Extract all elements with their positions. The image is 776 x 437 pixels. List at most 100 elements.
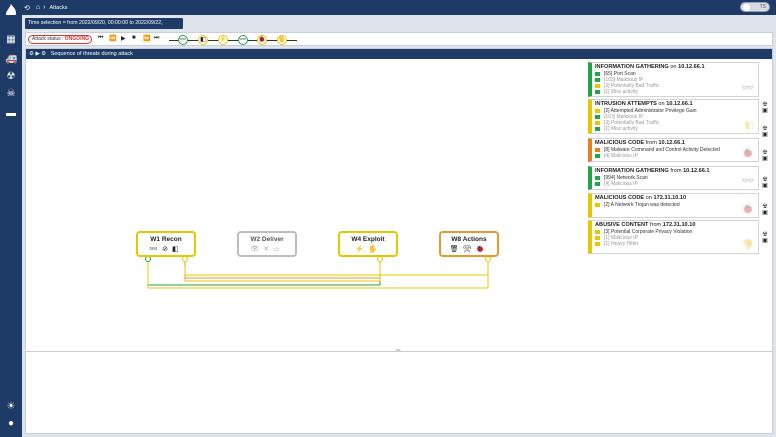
card-ip: 10.12.66.1 xyxy=(683,168,710,174)
severity-swatch xyxy=(595,121,600,125)
phase-w1-recon[interactable]: W1 Recon 👓⊘◧ xyxy=(136,231,196,257)
pane-divider xyxy=(26,351,772,352)
card-preposition: from xyxy=(645,140,657,146)
resize-grip-icon[interactable]: ═ xyxy=(396,348,401,354)
card-row: [4] Malicious IP xyxy=(595,153,755,159)
radiation-icon[interactable]: ☢ xyxy=(762,150,768,156)
card-ip: 10.12.66.1 xyxy=(678,64,705,70)
ticket-icon[interactable]: ▣ xyxy=(762,132,768,138)
radiation-icon[interactable]: ☢ xyxy=(762,204,768,210)
radiation-icon[interactable]: ☢ xyxy=(762,126,768,132)
row-text: [103] Malicious IP xyxy=(604,77,644,83)
row-text: [3] Potential Corporate Privacy Violatio… xyxy=(604,229,693,235)
toggle-label: TS xyxy=(759,4,766,10)
radiation-icon[interactable]: ☢ xyxy=(762,177,768,183)
card-actions-1: ☢▣ xyxy=(761,102,769,114)
breadcrumb[interactable]: Attacks xyxy=(49,4,68,11)
card-row: [994] Network Scan xyxy=(595,175,755,181)
card-preposition: on xyxy=(645,195,652,201)
row-text: [994] Network Scan xyxy=(604,175,648,181)
row-text: [3] Potentially Bad Traffic xyxy=(604,120,660,126)
severity-swatch xyxy=(595,72,600,76)
card-ip: 172.31.10.10 xyxy=(653,195,687,201)
panel-controls-icon[interactable]: ⚙ ▶ ⚙ xyxy=(29,51,47,57)
severity-swatch xyxy=(595,127,600,131)
radiation-icon[interactable]: ☢ xyxy=(762,102,768,108)
sun-icon[interactable]: ☀ xyxy=(6,401,16,412)
stop-icon[interactable]: ■ xyxy=(132,35,136,41)
card-actions-2: ☢▣ xyxy=(761,126,769,138)
refresh-icon[interactable]: ⟲ xyxy=(24,4,30,12)
ticket-icon[interactable]: ▣ xyxy=(762,183,768,189)
card-actions-3: ☢▣ xyxy=(761,150,769,162)
row-text: [103] Malicious IP xyxy=(604,114,644,120)
phase-title: W4 Exploit xyxy=(351,236,385,243)
phase-title: W8 Actions xyxy=(451,236,487,243)
card-header: INTRUSION ATTEMPTS on 10.12.66.1 xyxy=(595,101,755,108)
timeline-hand-icon[interactable]: 🖐 xyxy=(277,35,287,45)
attack-status: Attack status : ONGOING xyxy=(28,35,92,44)
severity-swatch xyxy=(595,84,600,88)
severity-swatch xyxy=(595,236,600,240)
timeline-lightning-icon[interactable]: ⚡ xyxy=(218,35,228,45)
phase-w8-actions[interactable]: W8 Actions 🗑⚒🐞 xyxy=(439,231,499,257)
card-row: [3] Potentially Bad Traffic xyxy=(595,120,755,126)
ticket-icon[interactable]: ▣ xyxy=(762,210,768,216)
user-icon[interactable]: ● xyxy=(7,418,15,429)
card-header: MALICIOUS CODE from 10.12.66.1 xyxy=(595,140,755,147)
threat-card-intrusion[interactable]: INTRUSION ATTEMPTS on 10.12.66.1 [2] Att… xyxy=(588,99,759,134)
rewind-icon[interactable]: ⏪ xyxy=(109,36,117,42)
ticket-icon[interactable]: ▣ xyxy=(762,238,768,244)
severity-swatch xyxy=(595,230,600,234)
skull-icon[interactable]: ☠ xyxy=(6,88,16,99)
phase-title: W1 Recon xyxy=(150,236,182,243)
door-icon: ◧ xyxy=(744,120,754,131)
top-bar: ⟲ ⌂ › Attacks TS xyxy=(0,0,776,19)
threat-card-malicious-code[interactable]: MALICIOUS CODE from 10.12.66.1 [8] Malwa… xyxy=(588,138,759,162)
phase-w2-deliver[interactable]: W2 Deliver 👁✕▭ xyxy=(237,231,297,257)
skip-start-icon[interactable]: ⏮ xyxy=(98,35,104,41)
ticket-icon[interactable]: ▣ xyxy=(762,108,768,114)
row-text: [4] Malicious IP xyxy=(604,181,638,187)
skip-end-icon[interactable]: ⏭ xyxy=(154,35,160,41)
play-icon[interactable]: ▶ xyxy=(121,36,126,42)
row-text: [3] Potentially Bad Traffic xyxy=(604,83,660,89)
ambulance-icon[interactable]: 🚑 xyxy=(5,54,18,65)
threat-card-info-gathering-2[interactable]: INFORMATION GATHERING from 10.12.66.1 [9… xyxy=(588,166,759,190)
radiation-icon[interactable]: ☢ xyxy=(6,71,16,82)
severity-swatch xyxy=(595,182,600,186)
severity-swatch xyxy=(595,148,600,152)
ticket-icon[interactable]: ▣ xyxy=(762,156,768,162)
card-row: [103] Malicious IP xyxy=(595,114,755,120)
phase-recon-icons: 👓⊘◧ xyxy=(149,246,183,253)
timeline-binoculars-icon[interactable]: 👓 xyxy=(238,35,248,45)
dashboard-icon[interactable]: ▦ xyxy=(6,34,16,45)
attack-status-value: ONGOING xyxy=(64,36,89,42)
phase-exploit-icons: ⚡🖐 xyxy=(355,246,381,253)
threat-card-abusive-content[interactable]: ABUSIVE CONTENT from 172.31.10.10 [3] Po… xyxy=(588,220,759,254)
threat-card-info-gathering[interactable]: INFORMATION GATHERING on 10.12.66.1 [65]… xyxy=(588,62,759,97)
card-preposition: on xyxy=(670,64,677,70)
binoculars-icon: 👓 xyxy=(741,176,754,187)
theme-toggle[interactable]: TS xyxy=(740,2,770,12)
threat-card-malicious-code-2[interactable]: MALICIOUS CODE on 172.31.10.10 [2] A Net… xyxy=(588,193,759,218)
card-ip: 10.12.66.1 xyxy=(666,101,693,107)
card-row: [3] Potential Corporate Privacy Violatio… xyxy=(595,229,755,235)
row-text: [1] Malicious IP xyxy=(604,235,638,241)
timeline-door-icon[interactable]: ◧ xyxy=(198,35,208,45)
bug-icon: 🐞 xyxy=(741,148,754,159)
severity-swatch xyxy=(595,115,600,119)
card-row: [103] Malicious IP xyxy=(595,77,755,83)
bug-icon: 🐞 xyxy=(741,204,754,215)
fast-forward-icon[interactable]: ⏩ xyxy=(143,36,151,42)
row-text: [2] A Network Trojan was detected xyxy=(604,202,680,208)
home-icon[interactable]: ⌂ xyxy=(35,4,41,11)
row-text: [1] Misc activity xyxy=(604,89,638,95)
phase-w4-exploit[interactable]: W4 Exploit ⚡🖐 xyxy=(338,231,398,257)
chat-icon[interactable]: ▬ xyxy=(6,108,16,119)
card-title: INFORMATION GATHERING xyxy=(595,168,669,174)
card-title: INFORMATION GATHERING xyxy=(595,64,669,70)
timeline-recon-icon[interactable]: 👓 xyxy=(178,35,188,45)
timeline-bug-icon[interactable]: 🐞 xyxy=(257,35,267,45)
radiation-icon[interactable]: ☢ xyxy=(762,232,768,238)
